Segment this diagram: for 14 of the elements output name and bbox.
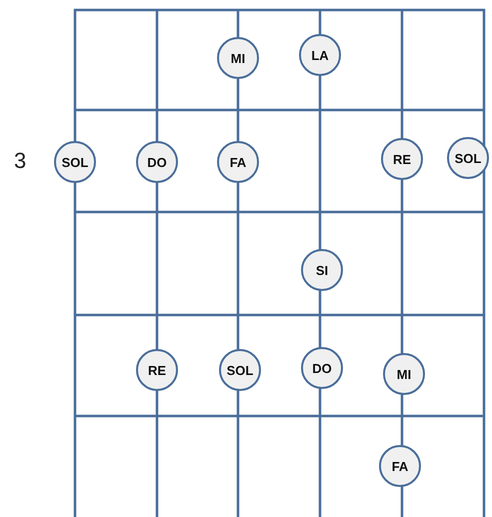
- note-circle: MI: [383, 353, 425, 395]
- note-circle: SOL: [54, 141, 96, 183]
- note-circle: SOL: [447, 137, 489, 179]
- note-circle: MI: [217, 37, 259, 79]
- note-circle: SOL: [219, 349, 261, 391]
- fret-number: 3: [14, 148, 26, 174]
- note-circle: SI: [301, 249, 343, 291]
- note-circle: DO: [136, 141, 178, 183]
- note-circle: DO: [301, 347, 343, 389]
- note-circle: FA: [217, 141, 259, 183]
- note-circle: RE: [136, 349, 178, 391]
- note-circle: LA: [299, 34, 341, 76]
- note-circle: RE: [381, 138, 423, 180]
- note-circle: FA: [379, 445, 421, 487]
